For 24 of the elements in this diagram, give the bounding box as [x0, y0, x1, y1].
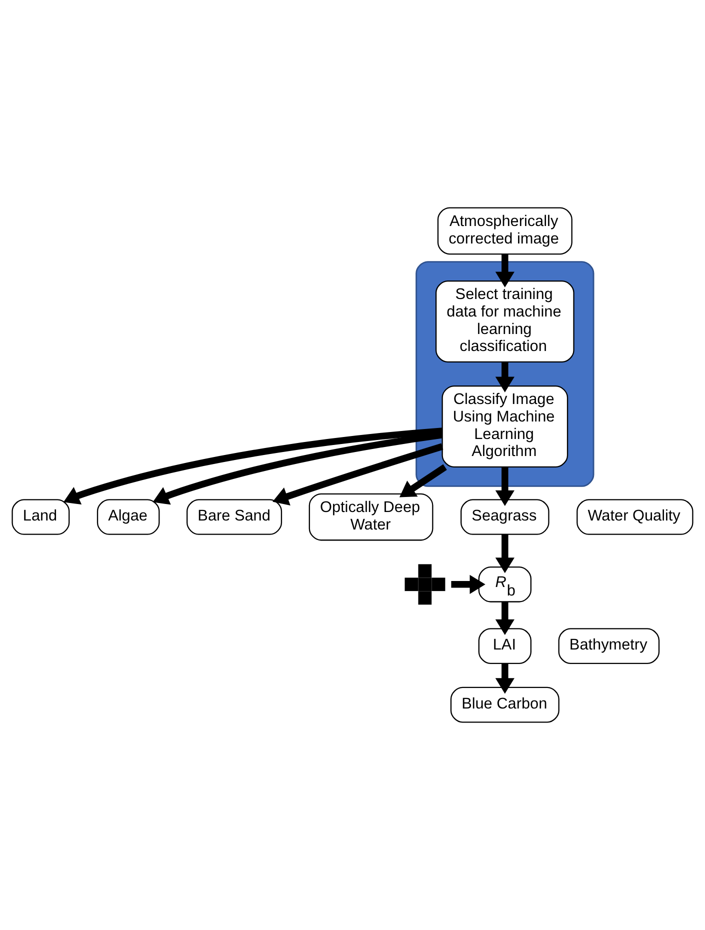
node-box: Blue Carbon: [450, 686, 560, 723]
node-box: Water Quality: [576, 499, 694, 535]
arrow: [399, 464, 447, 498]
node-box: LAI: [478, 628, 532, 664]
node-box: Atmospherically corrected image: [437, 207, 572, 255]
node-box: Optically Deep Water: [308, 493, 434, 541]
arrow: [495, 534, 514, 574]
node-box: Classify Image Using Machine Learning Algorithm: [442, 385, 568, 468]
arrow: [451, 574, 486, 594]
node-box: Bare Sand: [186, 499, 282, 535]
arrow: [495, 362, 514, 392]
arrow: [152, 432, 443, 505]
node-box: Bathymetry: [558, 628, 660, 664]
arrow: [495, 254, 514, 288]
node-box: Algae: [96, 499, 160, 535]
arrow: [495, 663, 514, 694]
arrow: [63, 428, 443, 504]
arrow: [495, 467, 514, 506]
node-box: Select training data for machine learning classification: [435, 280, 574, 363]
node-box: Seagrass: [460, 499, 550, 535]
cluster: [416, 261, 594, 487]
arrow: [495, 602, 514, 635]
arrow: [272, 443, 444, 506]
node-box: Land: [12, 499, 70, 535]
